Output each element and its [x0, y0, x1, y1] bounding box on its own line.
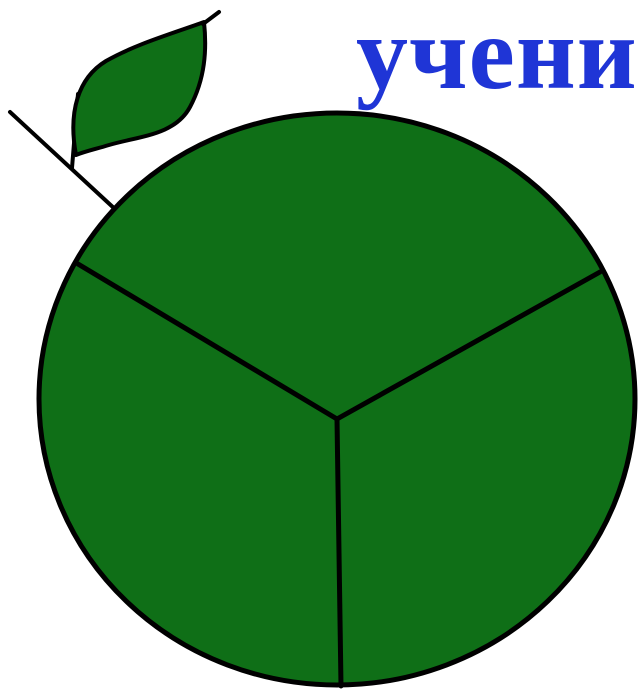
apple-body — [39, 113, 635, 685]
leaf-icon — [73, 22, 205, 155]
leaf-tip-stroke — [203, 12, 219, 24]
